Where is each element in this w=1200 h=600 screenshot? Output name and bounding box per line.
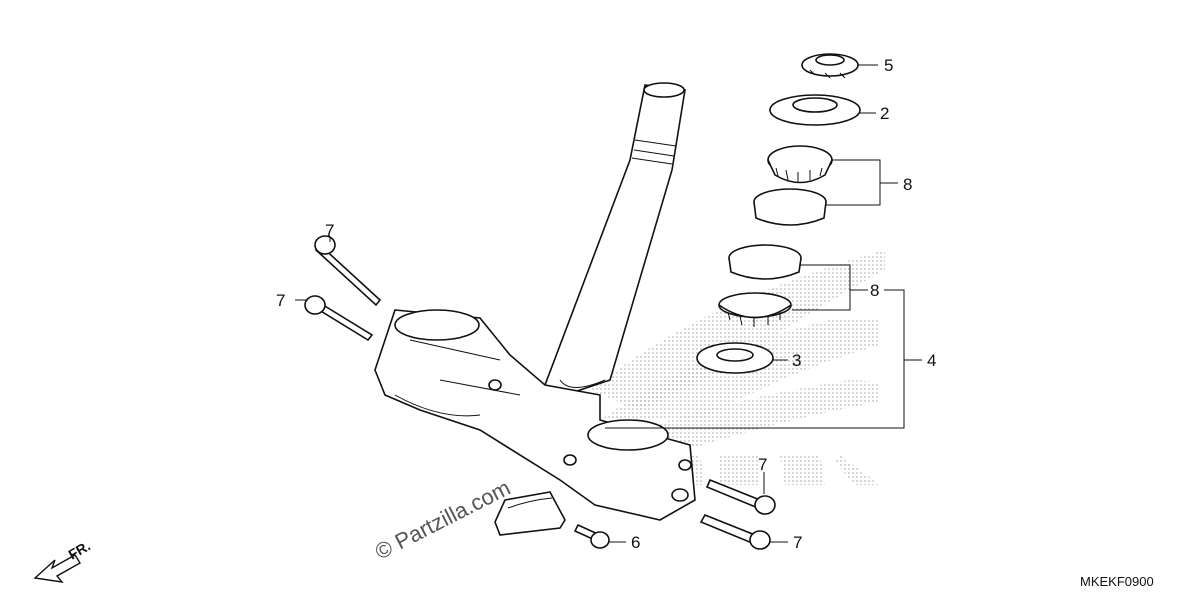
leader-lines [295,64,922,543]
callout-7-top-left-upper: 7 [325,221,334,240]
upper-bearing-race [753,188,827,226]
stem-nut [801,53,859,79]
dust-seal-lower [696,342,774,374]
front-direction-arrow: FR. [33,537,93,583]
lower-bearing [718,292,792,327]
callout-3: 3 [792,351,801,370]
steering-stem-shaft [543,82,686,396]
callout-8-lower: 8 [870,281,879,300]
handlebar-clamp [494,491,566,536]
clamp-bolt [573,523,610,549]
callout-4: 4 [927,351,936,370]
callout-7-bottom-right-lower: 7 [793,533,802,552]
callout-2: 2 [880,104,889,123]
watermark-text: © Partzilla.com [371,475,514,565]
arrow-icon [33,554,81,583]
callout-7-bottom-right-upper: 7 [758,455,767,474]
dust-seal-upper [769,94,861,126]
bolt-top-left-upper [314,235,382,307]
callout-5: 5 [884,56,893,75]
callout-6: 6 [631,533,640,552]
callout-8-upper: 8 [903,175,912,194]
lower-bearing-race [728,244,802,280]
upper-bearing [767,145,833,184]
bolt-bottom-right-upper [705,478,776,515]
bolt-top-left-lower [304,295,374,342]
bolt-bottom-right-lower [699,513,771,550]
callout-7-top-left-lower: 7 [276,291,285,310]
diagram-code: MKEKF0900 [1080,574,1154,589]
